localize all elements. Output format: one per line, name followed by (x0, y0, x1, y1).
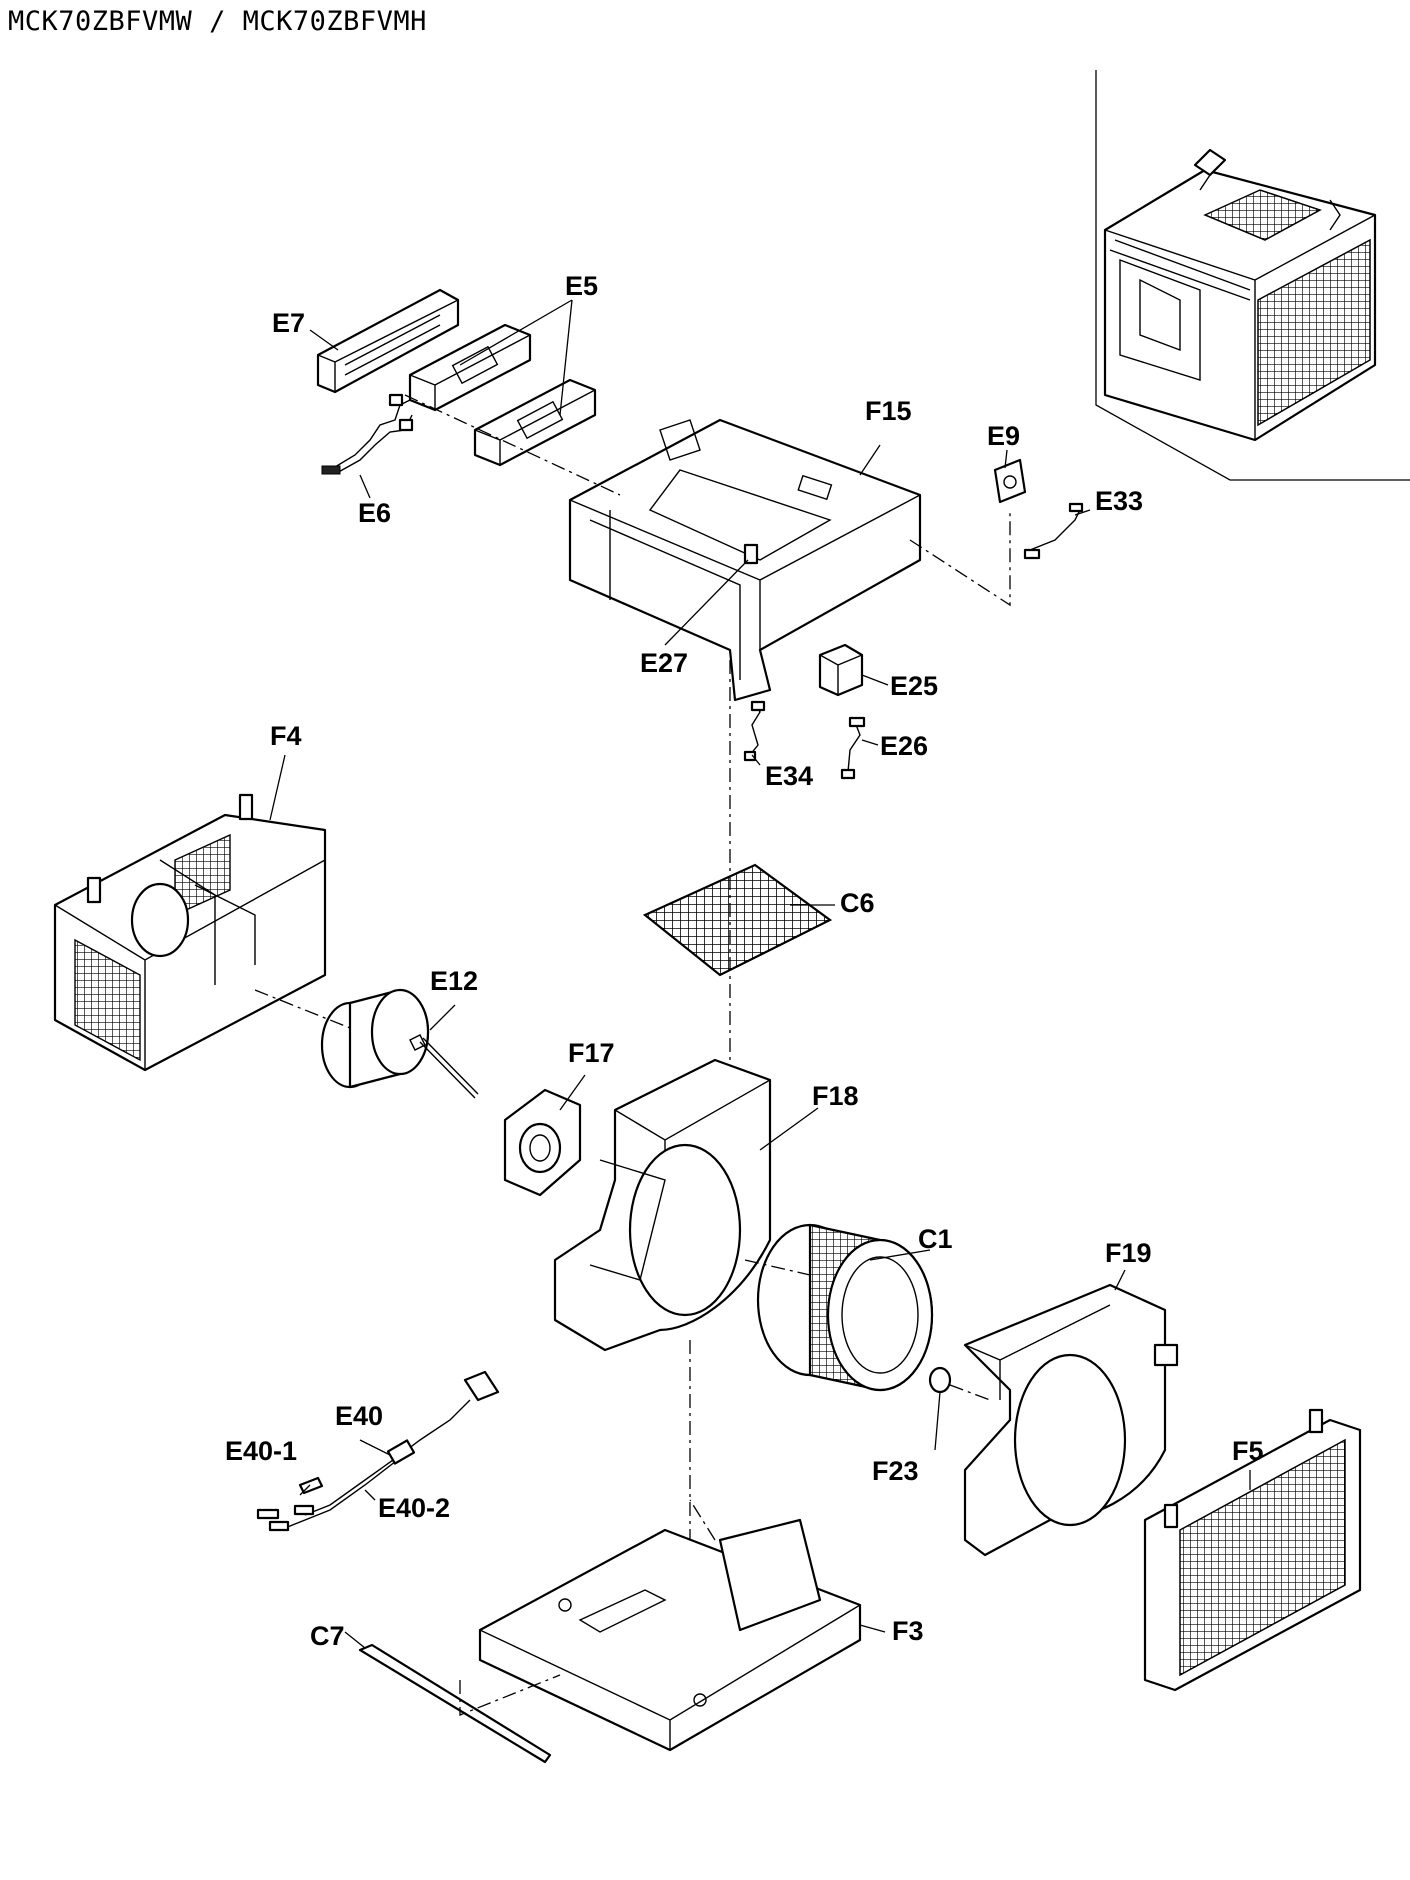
motor-bracket-f17 (503, 1088, 582, 1197)
label-f4: F4 (270, 721, 302, 751)
fan-wheel-c1 (756, 1223, 934, 1392)
label-e12: E12 (430, 966, 478, 996)
assembled-unit-inset (1095, 70, 1410, 481)
label-e40-2: E40-2 (378, 1493, 450, 1523)
component-e27 (743, 543, 759, 565)
label-e26: E26 (880, 731, 928, 761)
label-f15: F15 (865, 396, 912, 426)
scroll-casing-f18 (553, 1058, 772, 1352)
label-f5: F5 (1232, 1436, 1264, 1466)
fan-motor-e12 (320, 988, 479, 1099)
label-e9: E9 (987, 421, 1020, 451)
diagram-title: MCK70ZBFVMW / MCK70ZBFVMH (8, 6, 427, 37)
label-f19: F19 (1105, 1238, 1152, 1268)
label-e34: E34 (765, 761, 813, 791)
base-f3 (478, 1518, 862, 1752)
side-frame-f4 (53, 793, 327, 1072)
heat-exchanger-f5 (1143, 1408, 1362, 1692)
leader-lines (269, 299, 1251, 1649)
label-f3: F3 (892, 1616, 924, 1646)
harness-e26 (840, 716, 866, 780)
pcb-bracket-e7 (316, 288, 460, 394)
label-e25: E25 (890, 671, 938, 701)
nut-f23 (928, 1366, 952, 1394)
component-e25 (818, 643, 864, 697)
label-f17: F17 (568, 1038, 615, 1068)
label-e40-1: E40-1 (225, 1436, 297, 1466)
label-e5: E5 (565, 271, 598, 301)
label-e6: E6 (358, 498, 391, 528)
harness-e6 (321, 393, 414, 475)
sensor-e9 (993, 458, 1027, 504)
harness-e34 (743, 700, 766, 762)
label-f23: F23 (872, 1456, 919, 1486)
label-c1: C1 (918, 1224, 953, 1254)
filter-c6 (642, 863, 833, 977)
strip-c7 (358, 1643, 552, 1764)
label-e33: E33 (1095, 486, 1143, 516)
power-cord-e40 (256, 1370, 500, 1532)
label-e27: E27 (640, 648, 688, 678)
harness-e33 (1023, 502, 1084, 560)
label-c6: C6 (840, 888, 875, 918)
label-e40: E40 (335, 1401, 383, 1431)
label-e7: E7 (272, 308, 305, 338)
assembly-lines (254, 394, 1011, 1716)
casing-f19 (963, 1283, 1179, 1557)
label-f18: F18 (812, 1081, 859, 1111)
pcb-e5-upper (408, 323, 532, 412)
label-c7: C7 (310, 1621, 345, 1651)
part-labels: E7 E5 E6 F15 E9 E33 E27 E25 E34 E26 F4 C… (225, 271, 1264, 1651)
pcb-e5-lower (473, 378, 597, 467)
